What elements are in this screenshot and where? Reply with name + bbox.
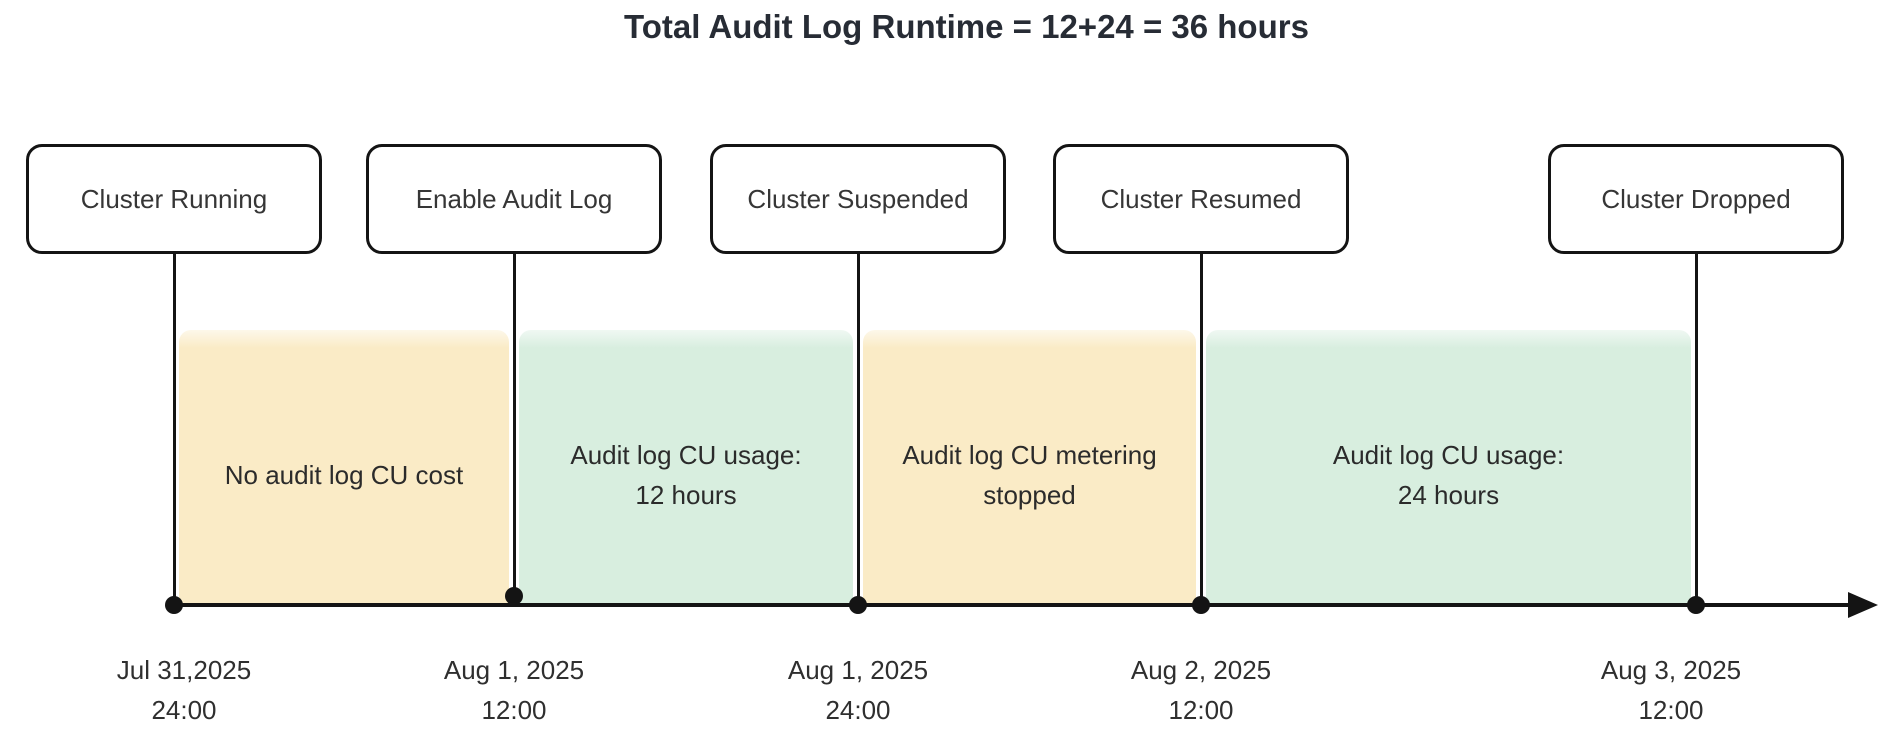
event-date-line1: Jul 31,2025	[116, 655, 252, 685]
segment-text: stopped	[983, 479, 1076, 510]
event-date: Aug 2, 2025 12:00	[1051, 650, 1351, 730]
event-date-line2: 12:00	[481, 695, 547, 725]
event-dot	[1687, 596, 1705, 614]
event-connector-line	[856, 252, 860, 605]
event-dot	[1192, 596, 1210, 614]
event-label: Cluster Suspended	[747, 183, 969, 214]
event-date-line2: 12:00	[1168, 695, 1234, 725]
segment-text: 24 hours	[1397, 479, 1500, 510]
segment-no-audit-cost: No audit log CU cost	[179, 330, 509, 605]
event-box: Cluster Resumed	[1053, 144, 1349, 254]
event-box: Cluster Suspended	[710, 144, 1006, 254]
event-date: Jul 31,2025 24:00	[34, 650, 334, 730]
segment-metering-stopped: Audit log CU metering stopped	[863, 330, 1196, 605]
event-date-line1: Aug 2, 2025	[1130, 655, 1272, 685]
event-date: Aug 1, 2025 24:00	[708, 650, 1008, 730]
event-dot	[165, 596, 183, 614]
event-box: Enable Audit Log	[366, 144, 662, 254]
event-dot	[505, 587, 523, 605]
event-connector-line	[172, 252, 176, 605]
event-date-line1: Aug 3, 2025	[1600, 655, 1742, 685]
event-connector-line	[512, 252, 516, 592]
segment-usage-24h: Audit log CU usage: 24 hours	[1206, 330, 1691, 605]
segment-usage-12h: Audit log CU usage: 12 hours	[519, 330, 853, 605]
event-connector-line	[1694, 252, 1698, 605]
segment-text: 12 hours	[635, 479, 737, 510]
event-box: Cluster Running	[26, 144, 322, 254]
event-label: Cluster Dropped	[1601, 183, 1791, 214]
segment-text: Audit log CU usage:	[570, 439, 802, 470]
event-date-line2: 12:00	[1638, 695, 1704, 725]
event-date-line1: Aug 1, 2025	[443, 655, 585, 685]
event-date-line1: Aug 1, 2025	[787, 655, 929, 685]
event-date-line2: 24:00	[825, 695, 891, 725]
event-date: Aug 3, 2025 12:00	[1521, 650, 1821, 730]
segment-text: No audit log CU cost	[224, 459, 464, 490]
timeline-arrowhead-icon	[1848, 592, 1878, 618]
segment-text: Audit log CU usage:	[1332, 439, 1565, 470]
event-dot	[849, 596, 867, 614]
diagram-title: Total Audit Log Runtime = 12+24 = 36 hou…	[624, 8, 1309, 45]
event-label: Cluster Resumed	[1100, 183, 1302, 214]
event-connector-line	[1199, 252, 1203, 605]
event-date-line2: 24:00	[151, 695, 217, 725]
event-label: Enable Audit Log	[415, 183, 613, 214]
segment-text: Audit log CU metering	[902, 439, 1157, 470]
timeline-line	[174, 603, 1852, 607]
event-label: Cluster Running	[80, 183, 268, 214]
event-date: Aug 1, 2025 12:00	[364, 650, 664, 730]
event-box: Cluster Dropped	[1548, 144, 1844, 254]
